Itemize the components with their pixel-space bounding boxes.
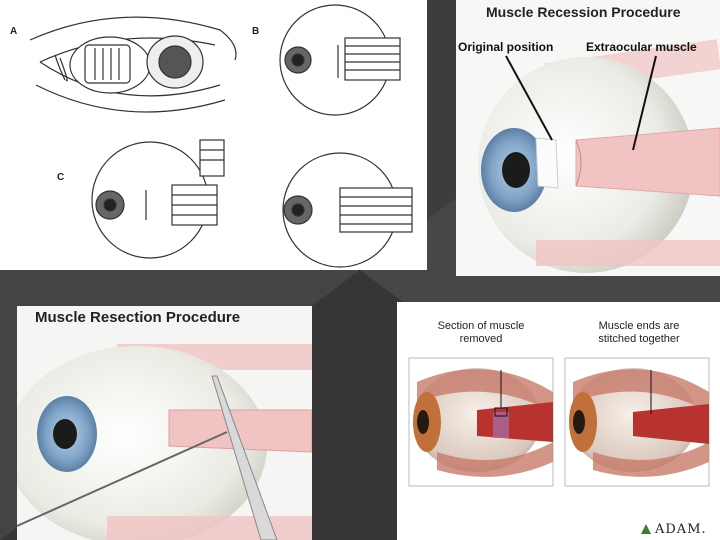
- label-stitched-together: Muscle ends are stitched together: [581, 320, 697, 346]
- figure-a-eyelid-drawing: [30, 17, 236, 112]
- figure-d-eyeball: [283, 153, 412, 267]
- line-drawings: [0, 0, 427, 270]
- adam-logo: ADAM.: [655, 522, 707, 537]
- recession-title: Muscle Recession Procedure: [486, 4, 681, 20]
- figure-letter-b: B: [252, 26, 259, 37]
- pupil: [53, 419, 77, 449]
- right-eye-stitched: [565, 358, 709, 486]
- adam-logo-mark: [641, 524, 651, 534]
- resection-illustration: [17, 306, 312, 540]
- resection-title: Muscle Resection Procedure: [35, 309, 240, 326]
- resection-panel: Muscle Resection Procedure: [17, 306, 312, 540]
- original-insertion-site: [536, 138, 558, 188]
- label-section-removed: Section of muscle removed: [431, 320, 531, 346]
- extraocular-muscle: [576, 128, 720, 196]
- figure-b-eyeball: [280, 5, 400, 115]
- recession-panel: Muscle Recession Procedure Original posi…: [456, 0, 720, 276]
- line-drawing-panel: A B C: [0, 0, 427, 270]
- pupil: [502, 152, 530, 188]
- figure-letter-c: C: [57, 172, 64, 183]
- figure-letter-a: A: [10, 26, 17, 37]
- lower-muscle-band: [536, 240, 720, 266]
- label-original-position: Original position: [458, 40, 553, 54]
- lower-muscle-band: [107, 516, 312, 540]
- figure-c-eyeball: [92, 140, 224, 258]
- left-eye-section-removed: [409, 358, 553, 486]
- adam-panel: Section of muscle removed Muscle ends ar…: [397, 302, 720, 540]
- label-extraocular-muscle: Extraocular muscle: [586, 40, 697, 54]
